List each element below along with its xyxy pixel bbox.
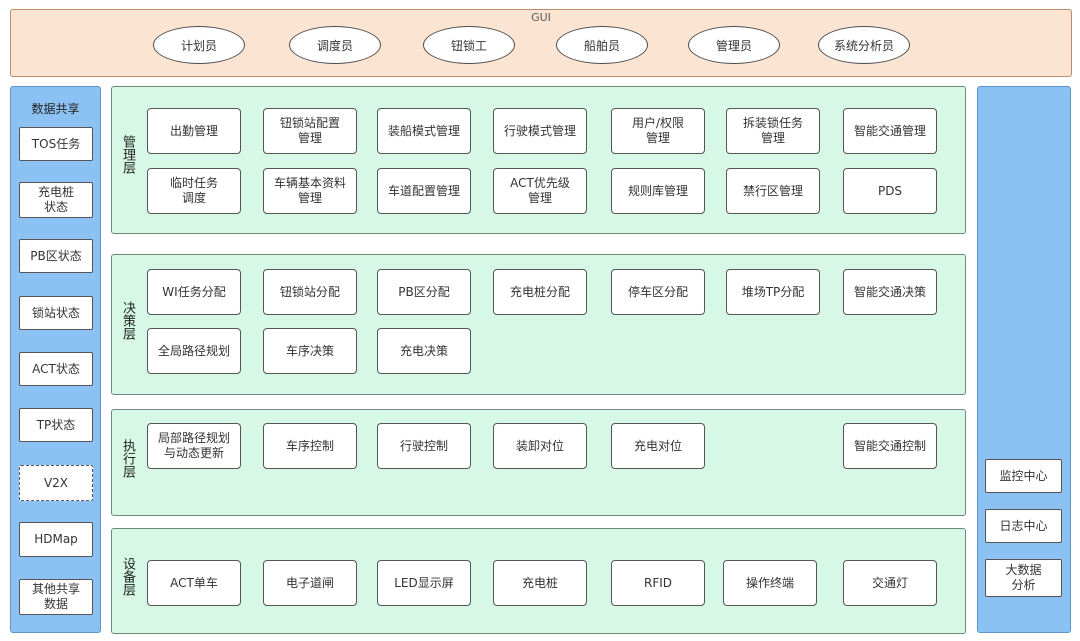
role-dispatcher: 调度员 xyxy=(289,26,381,64)
data-share-title: 数据共享 xyxy=(31,102,80,116)
mgmt-pds: PDS xyxy=(843,168,937,214)
data-share-tos-task: TOS任务 xyxy=(19,127,93,161)
device-barrier-gate: 电子道闸 xyxy=(263,560,357,606)
mgmt-driving-mode: 行驶模式管理 xyxy=(493,108,587,154)
execution-layer-label: 执行层 xyxy=(112,439,142,478)
mgmt-act-priority: ACT优先级 管理 xyxy=(493,168,587,214)
monitoring-center: 监控中心 xyxy=(985,459,1062,493)
device-operation-terminal: 操作终端 xyxy=(723,560,817,606)
data-share-charger-status: 充电桩 状态 xyxy=(19,182,93,218)
decision-layer-label: 决策层 xyxy=(112,301,142,340)
exec-local-path: 局部路径规划 与动态更新 xyxy=(147,423,241,469)
decision-smart-traffic: 智能交通决策 xyxy=(843,269,937,315)
gui-band: GUI 计划员 调度员 钮锁工 船舶员 管理员 系统分析员 xyxy=(10,9,1072,77)
decision-charging: 充电决策 xyxy=(377,328,471,374)
mgmt-rule-base: 规则库管理 xyxy=(611,168,705,214)
data-share-panel: 数据共享 TOS任务 充电桩 状态 PB区状态 锁站状态 ACT状态 TP状态 … xyxy=(10,86,101,633)
device-rfid: RFID xyxy=(611,560,705,606)
data-share-pb-status: PB区状态 xyxy=(19,239,93,273)
decision-layer-label-text: 决策层 xyxy=(120,301,135,340)
gui-title: GUI xyxy=(531,11,551,24)
device-led-display: LED显示屏 xyxy=(377,560,471,606)
mgmt-restricted-zone: 禁行区管理 xyxy=(726,168,820,214)
data-share-other: 其他共享 数据 xyxy=(19,579,93,615)
mgmt-smart-traffic: 智能交通管理 xyxy=(843,108,937,154)
execution-layer: 执行层 局部路径规划 与动态更新 车序控制 行驶控制 装卸对位 充电对位 智能交… xyxy=(111,409,966,516)
exec-loading-alignment: 装卸对位 xyxy=(493,423,587,469)
management-layer-label: 管理层 xyxy=(112,135,142,174)
mgmt-vehicle-info: 车辆基本资料 管理 xyxy=(263,168,357,214)
device-act-vehicle: ACT单车 xyxy=(147,560,241,606)
data-share-v2x: V2X xyxy=(19,465,93,501)
data-share-hdmap: HDMap xyxy=(19,522,93,557)
mgmt-lashing-task: 拆装锁任务 管理 xyxy=(726,108,820,154)
decision-yard-tp: 堆场TP分配 xyxy=(726,269,820,315)
decision-charger: 充电桩分配 xyxy=(493,269,587,315)
decision-layer: 决策层 WI任务分配 钮锁站分配 PB区分配 充电桩分配 停车区分配 堆场TP分… xyxy=(111,254,966,395)
data-share-act-status: ACT状态 xyxy=(19,352,93,386)
decision-parking: 停车区分配 xyxy=(611,269,705,315)
mgmt-lock-station-config: 钮锁站配置 管理 xyxy=(263,108,357,154)
log-center: 日志中心 xyxy=(985,509,1062,543)
exec-smart-traffic: 智能交通控制 xyxy=(843,423,937,469)
role-administrator: 管理员 xyxy=(688,26,780,64)
role-ship-officer: 船舶员 xyxy=(556,26,648,64)
mgmt-attendance: 出勤管理 xyxy=(147,108,241,154)
device-layer-label-text: 设备层 xyxy=(120,557,135,596)
device-charger: 充电桩 xyxy=(493,560,587,606)
decision-pb-area: PB区分配 xyxy=(377,269,471,315)
exec-charging-alignment: 充电对位 xyxy=(611,423,705,469)
decision-vehicle-sequence: 车序决策 xyxy=(263,328,357,374)
right-panel: 监控中心 日志中心 大数据 分析 xyxy=(977,86,1071,633)
big-data-analysis: 大数据 分析 xyxy=(985,559,1062,597)
exec-vehicle-sequence: 车序控制 xyxy=(263,423,357,469)
mgmt-lane-config: 车道配置管理 xyxy=(377,168,471,214)
decision-lock-station: 钮锁站分配 xyxy=(263,269,357,315)
device-layer: 设备层 ACT单车 电子道闸 LED显示屏 充电桩 RFID 操作终端 交通灯 xyxy=(111,528,966,634)
device-traffic-light: 交通灯 xyxy=(843,560,937,606)
exec-driving-control: 行驶控制 xyxy=(377,423,471,469)
management-layer: 管理层 出勤管理 钮锁站配置 管理 装船模式管理 行驶模式管理 用户/权限 管理… xyxy=(111,86,966,234)
role-planner: 计划员 xyxy=(153,26,245,64)
data-share-lock-station-status: 锁站状态 xyxy=(19,296,93,330)
role-system-analyst: 系统分析员 xyxy=(818,26,910,64)
mgmt-loading-mode: 装船模式管理 xyxy=(377,108,471,154)
data-share-tp-status: TP状态 xyxy=(19,408,93,442)
decision-global-path: 全局路径规划 xyxy=(147,328,241,374)
mgmt-user-permission: 用户/权限 管理 xyxy=(611,108,705,154)
execution-layer-label-text: 执行层 xyxy=(120,439,135,478)
management-layer-label-text: 管理层 xyxy=(120,135,135,174)
device-layer-label: 设备层 xyxy=(112,557,142,596)
role-lashing-worker: 钮锁工 xyxy=(423,26,515,64)
mgmt-temp-task: 临时任务 调度 xyxy=(147,168,241,214)
decision-wi-task: WI任务分配 xyxy=(147,269,241,315)
